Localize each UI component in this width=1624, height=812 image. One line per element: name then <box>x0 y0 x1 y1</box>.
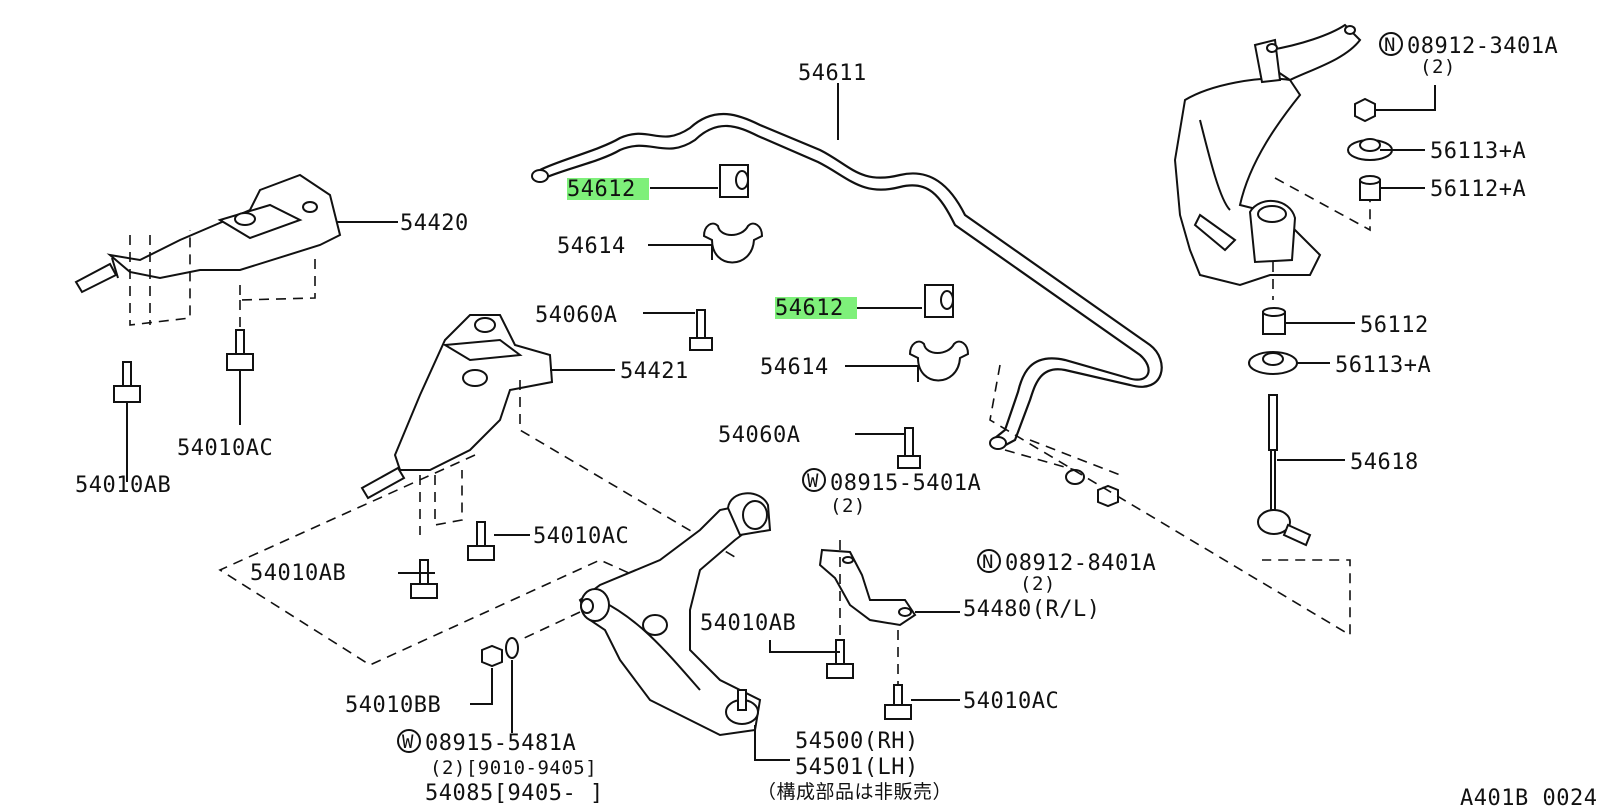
clamp-lower <box>908 340 970 382</box>
label-08912-3401A: 08912-3401A <box>1407 34 1558 59</box>
label-08912-8401A-qty: (2) <box>1020 573 1056 595</box>
label-08915-5401A: 08915-5401A <box>830 471 981 496</box>
label-54614-b: 54614 <box>760 355 829 380</box>
label-54612-b: 54612 <box>775 296 844 321</box>
label-54085: 54085[9405- ] <box>425 781 604 806</box>
label-08912-3401A-qty: (2) <box>1420 56 1456 78</box>
highlight-54612-a <box>567 178 649 200</box>
label-54060A-b: 54060A <box>718 423 800 448</box>
bushing-56112A <box>1359 175 1381 201</box>
washer-08915-5401A <box>1004 439 1121 508</box>
bolt-lower <box>897 427 921 469</box>
label-56113A-a: 56113+A <box>1430 139 1526 164</box>
label-54501: 54501(LH) <box>795 755 919 780</box>
label-08915-5481A-qty: (2)[9010-9405] <box>430 757 597 779</box>
label-54611: 54611 <box>798 61 867 86</box>
link-54618 <box>1257 394 1312 547</box>
bracket-54421-dashes <box>218 380 741 666</box>
label-54480: 54480(R/L) <box>963 597 1100 622</box>
label-54010AC-b: 54010AC <box>533 524 629 549</box>
circle-w-a-letter: W <box>807 470 819 492</box>
circle-w-b <box>397 729 421 753</box>
label-54060A-a: 54060A <box>535 303 617 328</box>
label-56112: 56112 <box>1360 313 1429 338</box>
lower-arm-hardware <box>470 611 581 733</box>
leader-lines <box>337 83 1425 761</box>
label-56113A-b: 56113+A <box>1335 353 1431 378</box>
bolt-54010AC-left <box>226 329 254 425</box>
label-54500: 54500(RH) <box>795 729 919 754</box>
circle-w-a <box>802 468 826 492</box>
circle-n-a-letter: N <box>982 551 994 573</box>
bolt-54010AB-right <box>826 639 854 679</box>
bracket-54421 <box>360 314 554 500</box>
circle-n-a <box>977 549 1001 573</box>
label-56112A: 56112+A <box>1430 177 1526 202</box>
bolt-upper <box>689 309 713 351</box>
footer-code: A401B 0024 <box>1460 786 1597 811</box>
bushing-lower <box>924 284 954 318</box>
insulator-56113A-lower <box>1248 351 1298 375</box>
label-54420: 54420 <box>400 211 469 236</box>
bolt-54010AB-left <box>113 361 141 482</box>
labels: 54611 54612 54614 54060A 54420 54421 540… <box>75 32 1597 811</box>
label-54010AB-a: 54010AB <box>75 473 171 498</box>
label-54010AB-c: 54010AB <box>700 611 796 636</box>
label-54010AC-a: 54010AC <box>177 436 273 461</box>
label-54421: 54421 <box>620 359 689 384</box>
label-54612-a: 54612 <box>567 177 636 202</box>
stabilizer-bar <box>531 113 1163 450</box>
label-54010BB: 54010BB <box>345 693 441 718</box>
bushing-56112 <box>1262 307 1286 335</box>
label-54618: 54618 <box>1350 450 1419 475</box>
label-08915-5481A: 08915-5481A <box>425 731 576 756</box>
label-54010AC-c: 54010AC <box>963 689 1059 714</box>
clamp-upper <box>702 222 764 264</box>
bracket-54420-dashes <box>129 230 316 338</box>
circle-w-b-letter: W <box>402 731 414 753</box>
bracket-54420 <box>74 173 342 294</box>
note-jp: （構成部品は非販売） <box>757 781 952 803</box>
circle-n-b-letter: N <box>1384 34 1396 56</box>
bolt-54010AC-right <box>884 684 912 720</box>
highlight-54612-b <box>775 297 857 319</box>
bushing-upper <box>719 164 749 198</box>
nut-08912-3401A <box>1354 85 1436 123</box>
bracket-54480 <box>818 548 917 627</box>
bolt-54010AB-mid <box>410 559 438 599</box>
knuckle <box>1173 23 1362 287</box>
knuckle-dashes <box>989 177 1371 637</box>
bracket-54480-dashes <box>839 540 899 690</box>
label-54614-a: 54614 <box>557 234 626 259</box>
label-54010AB-b: 54010AB <box>250 561 346 586</box>
lower-arm <box>578 492 772 737</box>
label-08915-5401A-qty: (2) <box>830 495 866 517</box>
label-08912-8401A: 08912-8401A <box>1005 551 1156 576</box>
circle-n-b <box>1379 32 1403 56</box>
bolt-54010AC-mid <box>467 521 495 561</box>
